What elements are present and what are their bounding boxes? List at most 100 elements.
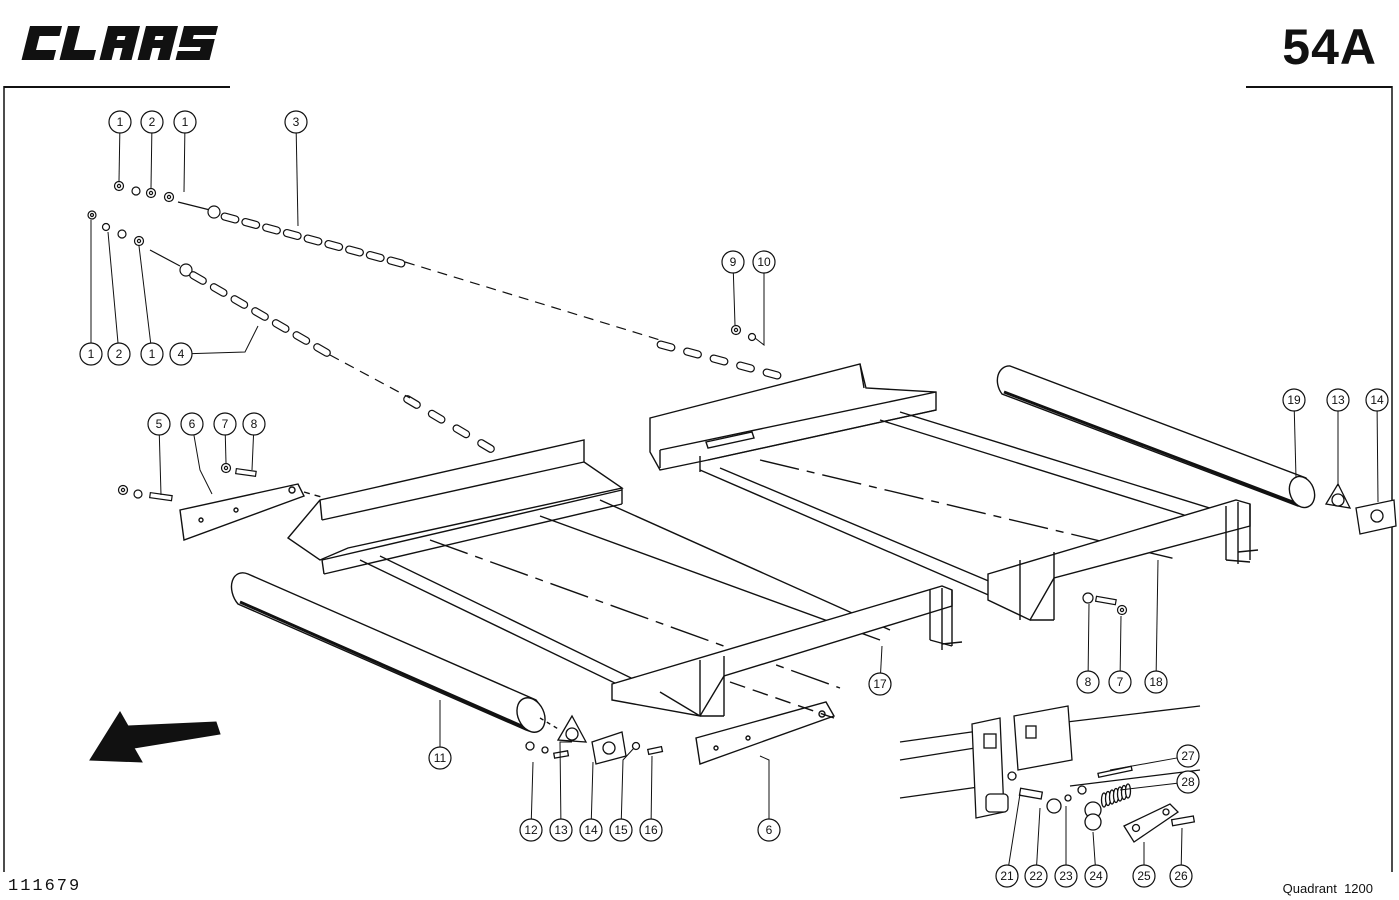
right-frame bbox=[649, 363, 1259, 621]
chain-link bbox=[292, 331, 311, 345]
callout-circle bbox=[140, 342, 164, 366]
leader-line bbox=[224, 434, 227, 464]
chain-link bbox=[403, 395, 421, 409]
callout-label: 14 bbox=[1370, 393, 1384, 407]
chain-link bbox=[736, 361, 755, 373]
callout-label: 4 bbox=[178, 347, 185, 361]
callout-label: 19 bbox=[1287, 393, 1301, 407]
callout-label: 10 bbox=[757, 255, 771, 269]
callout-label: 2 bbox=[116, 347, 123, 361]
callout-circle bbox=[428, 746, 452, 770]
callout-circle bbox=[1169, 864, 1193, 888]
callout-circle bbox=[1326, 388, 1350, 412]
leader-line bbox=[1293, 410, 1297, 479]
chain-link bbox=[477, 439, 495, 453]
tensioner-detail bbox=[899, 705, 1201, 843]
chain-link bbox=[209, 283, 228, 297]
callout-label: 14 bbox=[584, 823, 598, 837]
callout-label: 18 bbox=[1149, 675, 1163, 689]
chain-link bbox=[427, 409, 446, 424]
callout-label: 26 bbox=[1174, 869, 1188, 883]
callout-circle bbox=[1108, 670, 1132, 694]
leader-line bbox=[1008, 793, 1021, 866]
leader-line bbox=[158, 434, 162, 496]
callout-circle bbox=[519, 818, 543, 842]
callout-label: 17 bbox=[873, 677, 887, 691]
chain-link bbox=[386, 256, 406, 268]
chain-link bbox=[271, 319, 290, 333]
callout-circle bbox=[242, 412, 266, 436]
callout-8: 8 bbox=[1076, 670, 1100, 694]
chain-link bbox=[189, 271, 207, 285]
callout-circle bbox=[79, 342, 103, 366]
leader-line bbox=[1109, 757, 1178, 771]
callout-label: 24 bbox=[1089, 869, 1103, 883]
callout-circle bbox=[868, 672, 892, 696]
callout-label: 1 bbox=[117, 115, 124, 129]
callout-7: 7 bbox=[1108, 670, 1132, 694]
callout-circle bbox=[284, 110, 308, 134]
callout-9: 9 bbox=[721, 250, 745, 274]
callout-label: 22 bbox=[1029, 869, 1043, 883]
callout-14: 14 bbox=[579, 818, 603, 842]
callout-label: 8 bbox=[1085, 675, 1092, 689]
callout-label: 2 bbox=[149, 115, 156, 129]
callout-label: 8 bbox=[251, 417, 258, 431]
chain-link bbox=[282, 228, 302, 241]
callout-1: 1 bbox=[140, 342, 164, 366]
leader-line bbox=[754, 273, 765, 347]
model-name: Quadrant bbox=[1282, 881, 1337, 896]
callout-2: 2 bbox=[107, 342, 131, 366]
callout-circle bbox=[1084, 864, 1108, 888]
callout-15: 15 bbox=[609, 818, 633, 842]
callout-circle bbox=[107, 342, 131, 366]
leader-line bbox=[1180, 827, 1183, 866]
chain-link bbox=[324, 239, 344, 252]
callout-label: 6 bbox=[189, 417, 196, 431]
header-rule-right bbox=[1246, 86, 1392, 88]
callout-5: 5 bbox=[147, 412, 171, 436]
callout-3: 3 bbox=[284, 110, 308, 134]
model-label: Quadrant 1200 bbox=[1283, 881, 1373, 896]
callout-circle bbox=[1132, 864, 1156, 888]
leader-line bbox=[559, 741, 572, 820]
callout-circle bbox=[1024, 864, 1048, 888]
callout-26: 26 bbox=[1169, 864, 1193, 888]
callout-17: 17 bbox=[868, 672, 892, 696]
chain-4 bbox=[149, 249, 495, 453]
callout-circle bbox=[147, 412, 171, 436]
fasteners-misc bbox=[117, 462, 1128, 616]
leader-line bbox=[193, 434, 213, 495]
callout-4: 4 bbox=[169, 342, 193, 366]
callout-label: 7 bbox=[1117, 675, 1124, 689]
model-number: 1200 bbox=[1344, 881, 1373, 896]
callout-circle bbox=[1054, 864, 1078, 888]
callout-22: 22 bbox=[1024, 864, 1048, 888]
leader-line bbox=[732, 272, 736, 326]
leader-line bbox=[1036, 807, 1041, 866]
callout-label: 6 bbox=[766, 823, 773, 837]
claas-logo bbox=[21, 26, 219, 60]
leader-line bbox=[118, 132, 121, 182]
leader-line bbox=[1119, 615, 1122, 672]
leader-line bbox=[590, 761, 594, 820]
left-frame bbox=[179, 439, 963, 765]
leader-line bbox=[620, 747, 635, 820]
callout-28: 28 bbox=[1176, 770, 1200, 794]
leader-line bbox=[107, 231, 119, 344]
callout-1: 1 bbox=[79, 342, 103, 366]
leader-line bbox=[650, 755, 653, 820]
callout-circle bbox=[1365, 388, 1389, 412]
leader-line bbox=[1092, 831, 1096, 866]
callout-10: 10 bbox=[752, 250, 776, 274]
callout-12: 12 bbox=[519, 818, 543, 842]
callout-label: 12 bbox=[524, 823, 538, 837]
chain-link bbox=[262, 223, 281, 235]
leader-line bbox=[251, 434, 255, 471]
callout-circle bbox=[173, 110, 197, 134]
callout-label: 1 bbox=[149, 347, 156, 361]
callout-27: 27 bbox=[1176, 744, 1200, 768]
callout-label: 9 bbox=[730, 255, 737, 269]
callout-label: 23 bbox=[1059, 869, 1073, 883]
roller-19 bbox=[996, 365, 1316, 509]
